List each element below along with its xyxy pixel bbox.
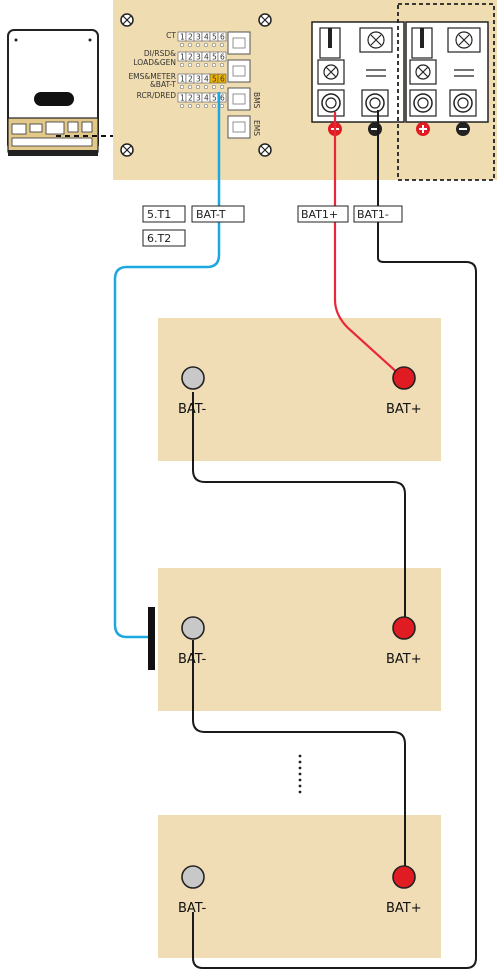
- pin-di-rsd-6: [217, 51, 227, 62]
- pin-screw-rcr-dred-5: [211, 103, 217, 109]
- svg-text:BAT1-: BAT1-: [357, 208, 389, 221]
- battery-3-pos-label: BAT+: [386, 901, 422, 916]
- port-label-rcr-dred: RCR/DRED: [137, 91, 177, 100]
- pin-number-rcr-dred-1: 1: [180, 94, 185, 103]
- wire-label-bat-t: BAT-T: [191, 205, 245, 223]
- pin-screw-ct-3: [195, 42, 201, 48]
- battery-1-positive-terminal: [392, 366, 416, 390]
- pin-number-rcr-dred-4: 4: [204, 94, 209, 103]
- pin-screw-ct-2: [187, 42, 193, 48]
- battery-2-negative-terminal: [181, 616, 205, 640]
- pin-number-ct-4: 4: [204, 33, 209, 42]
- pin-screw-rcr-dred-4: [203, 103, 209, 109]
- svg-text:BAT-T: BAT-T: [196, 208, 226, 221]
- series-link-2: [192, 640, 406, 868]
- pin-number-di-rsd-6: 6: [220, 53, 225, 62]
- pin-number-di-rsd-3: 3: [196, 53, 201, 62]
- wire-label-t1: 5.T1: [142, 205, 186, 223]
- pin-screw-ct-1: [179, 42, 185, 48]
- svg-text:6.T2: 6.T2: [147, 232, 171, 245]
- svg-text:BAT1+: BAT1+: [301, 208, 338, 221]
- minus-symbol-icon: [368, 122, 382, 136]
- battery-2-neg-label: BAT-: [178, 652, 207, 667]
- pin-screw-di-rsd-5: [211, 62, 217, 68]
- pin-ems-meter-6: [217, 73, 227, 84]
- battery-terminal-block-2: [397, 3, 495, 181]
- pin-screw-di-rsd-3: [195, 62, 201, 68]
- bat1-negative-wire: [192, 110, 477, 969]
- pin-number-ems-meter-2: 2: [188, 75, 193, 84]
- pin-number-di-rsd-4: 4: [204, 53, 209, 62]
- pin-screw-ems-meter-4: [203, 84, 209, 90]
- port-label-group: CT DI/RSD& LOAD&GEN EMS&METER &BAT-T RCR…: [128, 31, 176, 100]
- pin-number-di-rsd-2: 2: [188, 53, 193, 62]
- pin-number-ems-meter-6: 6: [220, 75, 225, 84]
- series-link-1: [192, 392, 406, 625]
- pin-screw-rcr-dred-2: [187, 103, 193, 109]
- battery-2-pos-label: BAT+: [386, 652, 422, 667]
- bat-t-connector: [148, 607, 155, 670]
- battery-1-neg-label: BAT-: [178, 402, 207, 417]
- battery-3-neg-label: BAT-: [178, 901, 207, 916]
- pin-number-di-rsd-1: 1: [180, 53, 185, 62]
- pin-screw-ems-meter-5: [211, 84, 217, 90]
- pin-ct-6: [217, 31, 227, 42]
- rj45-ems-label: EMS: [252, 120, 261, 136]
- rj45-ports: BMS EMS: [227, 31, 261, 139]
- battery-2-positive-terminal: [392, 616, 416, 640]
- pin-number-rcr-dred-3: 3: [196, 94, 201, 103]
- pin-screw-ems-meter-6: [219, 84, 225, 90]
- pin-number-ems-meter-4: 4: [204, 75, 209, 84]
- pin-screw-ems-meter-1: [179, 84, 185, 90]
- battery-box-2: [158, 568, 441, 711]
- pin-number-ems-meter-5: 5: [212, 75, 217, 84]
- port-label-di-rsd: DI/RSD&: [144, 49, 176, 58]
- pin-number-rcr-dred-6: 6: [220, 94, 225, 103]
- ellipsis-dots: [298, 754, 302, 794]
- pin-screw-ct-5: [211, 42, 217, 48]
- pin-number-rcr-dred-2: 2: [188, 94, 193, 103]
- pin-screw-di-rsd-6: [219, 62, 225, 68]
- pin-number-ct-6: 6: [220, 33, 225, 42]
- pin-screw-rcr-dred-6: [219, 103, 225, 109]
- bat1-positive-wire: [333, 112, 401, 376]
- port-label-bat-t: &BAT-T: [150, 80, 176, 89]
- battery-1-pos-label: BAT+: [386, 402, 422, 417]
- pin-number-ems-meter-1: 1: [180, 75, 185, 84]
- pin-number-ct-1: 1: [180, 33, 185, 42]
- svg-text:5.T1: 5.T1: [147, 208, 171, 221]
- bat-t-signal-wire: [113, 92, 221, 639]
- pin-screw-rcr-dred-1: [179, 103, 185, 109]
- wire-label-bat1-plus: BAT1+: [297, 205, 349, 223]
- pin-number-ct-3: 3: [196, 33, 201, 42]
- battery-1-negative-terminal: [181, 366, 205, 390]
- pin-screw-ems-meter-3: [195, 84, 201, 90]
- pin-screw-ct-4: [203, 42, 209, 48]
- pin-screw-di-rsd-2: [187, 62, 193, 68]
- port-label-ct: CT: [166, 31, 176, 40]
- pin-screw-ct-6: [219, 42, 225, 48]
- pin-number-rcr-dred-5: 5: [212, 94, 217, 103]
- battery-box-3: [158, 815, 441, 958]
- rj45-bms-label: BMS: [252, 92, 261, 109]
- port-label-ems-meter: EMS&METER: [128, 72, 176, 81]
- battery-3-positive-terminal: [392, 865, 416, 889]
- pin-screw-rcr-dred-3: [195, 103, 201, 109]
- inverter-icon: [7, 29, 99, 156]
- battery-terminal-block-1: [311, 21, 405, 123]
- pin-number-ct-5: 5: [212, 33, 217, 42]
- pin-number-ems-meter-3: 3: [196, 75, 201, 84]
- port-label-load-gen: LOAD&GEN: [133, 58, 176, 67]
- pin-number-ct-2: 2: [188, 33, 193, 42]
- pin-number-di-rsd-5: 5: [212, 53, 217, 62]
- pin-screw-ems-meter-2: [187, 84, 193, 90]
- pin-screw-di-rsd-4: [203, 62, 209, 68]
- wire-label-t2: 6.T2: [142, 229, 186, 247]
- battery-3-negative-terminal: [181, 865, 205, 889]
- wire-label-bat1-minus: BAT1-: [353, 205, 403, 223]
- pin-screw-di-rsd-1: [179, 62, 185, 68]
- battery-box-1: [158, 318, 441, 461]
